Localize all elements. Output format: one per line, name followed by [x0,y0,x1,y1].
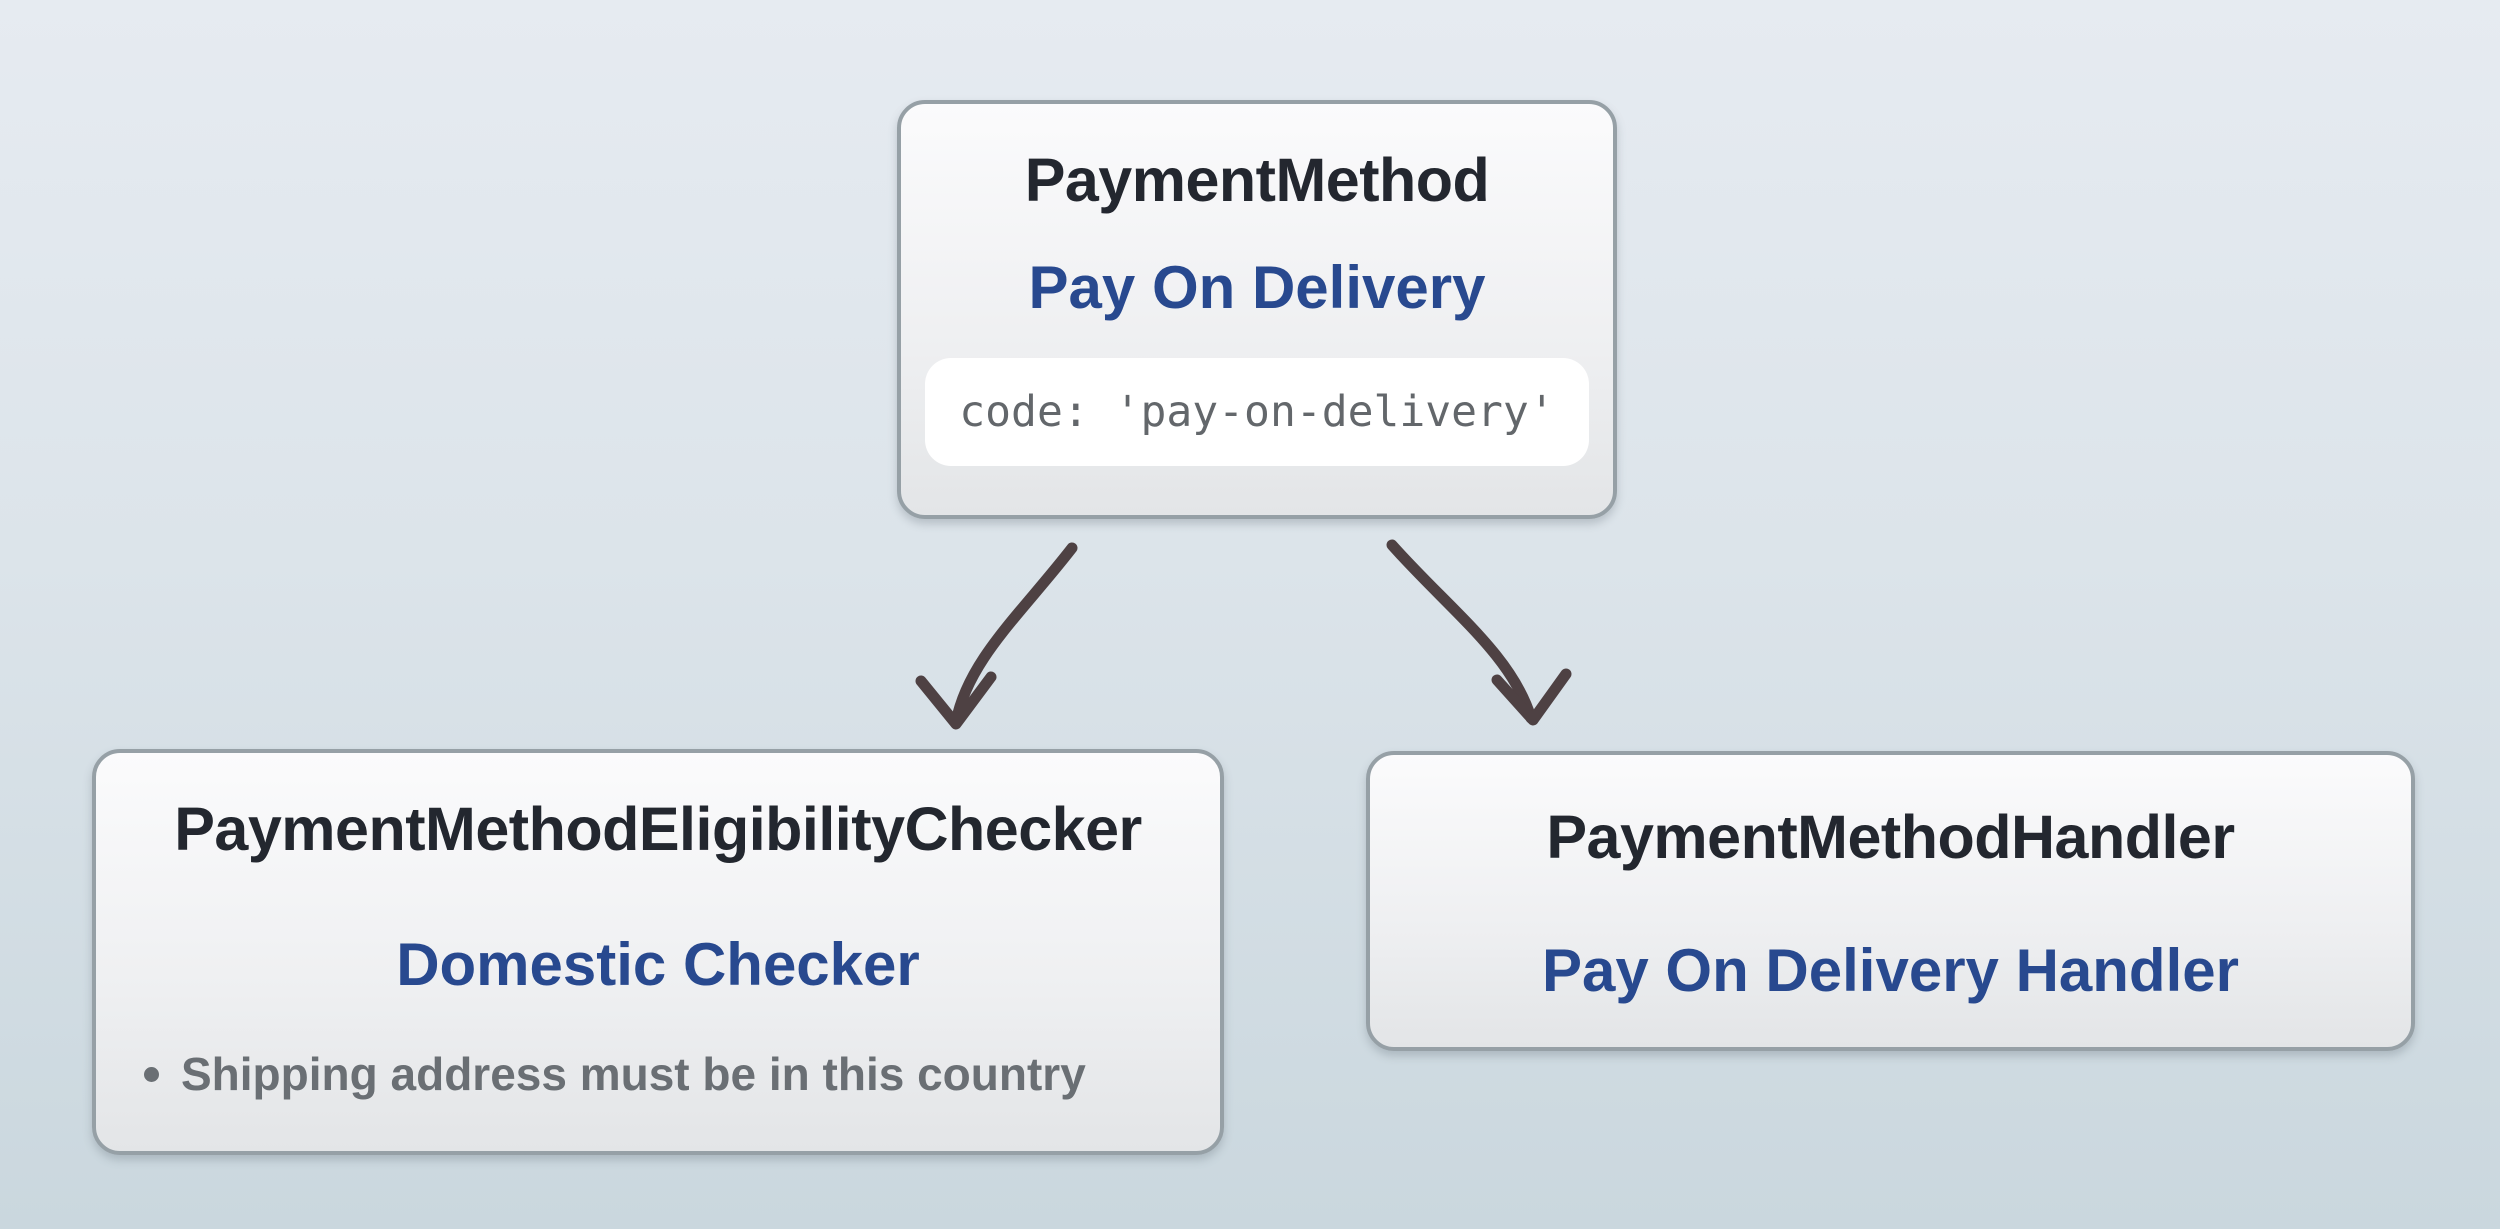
eligibility-checker-title: PaymentMethodEligibilityChecker [174,795,1142,863]
arrow-to-eligibility-checker [950,542,1078,728]
eligibility-rule-text: Shipping address must be in this country [181,1048,1086,1100]
arrowhead-to-handler [1491,668,1572,726]
arrowhead-to-eligibility-checker [915,671,997,730]
eligibility-rule-item: Shipping address must be in this country [96,1043,1220,1105]
payment-method-title: PaymentMethod [1024,146,1490,214]
node-handler: PaymentMethodHandler Pay On Delivery Han… [1366,751,2415,1051]
node-payment-method: PaymentMethod Pay On Delivery code: 'pay… [897,100,1617,519]
handler-subtitle: Pay On Delivery Handler [1542,937,2239,1004]
payment-method-code-pill: code: 'pay-on-delivery' [925,358,1589,466]
bullet-dot-icon [144,1066,159,1082]
payment-method-code: code: 'pay-on-delivery' [959,387,1555,437]
handler-title: PaymentMethodHandler [1546,803,2235,871]
eligibility-checker-subtitle: Domestic Checker [396,931,920,998]
payment-method-subtitle: Pay On Delivery [1028,254,1486,321]
node-eligibility-checker: PaymentMethodEligibilityChecker Domestic… [92,749,1224,1155]
arrow-to-handler [1386,539,1537,724]
